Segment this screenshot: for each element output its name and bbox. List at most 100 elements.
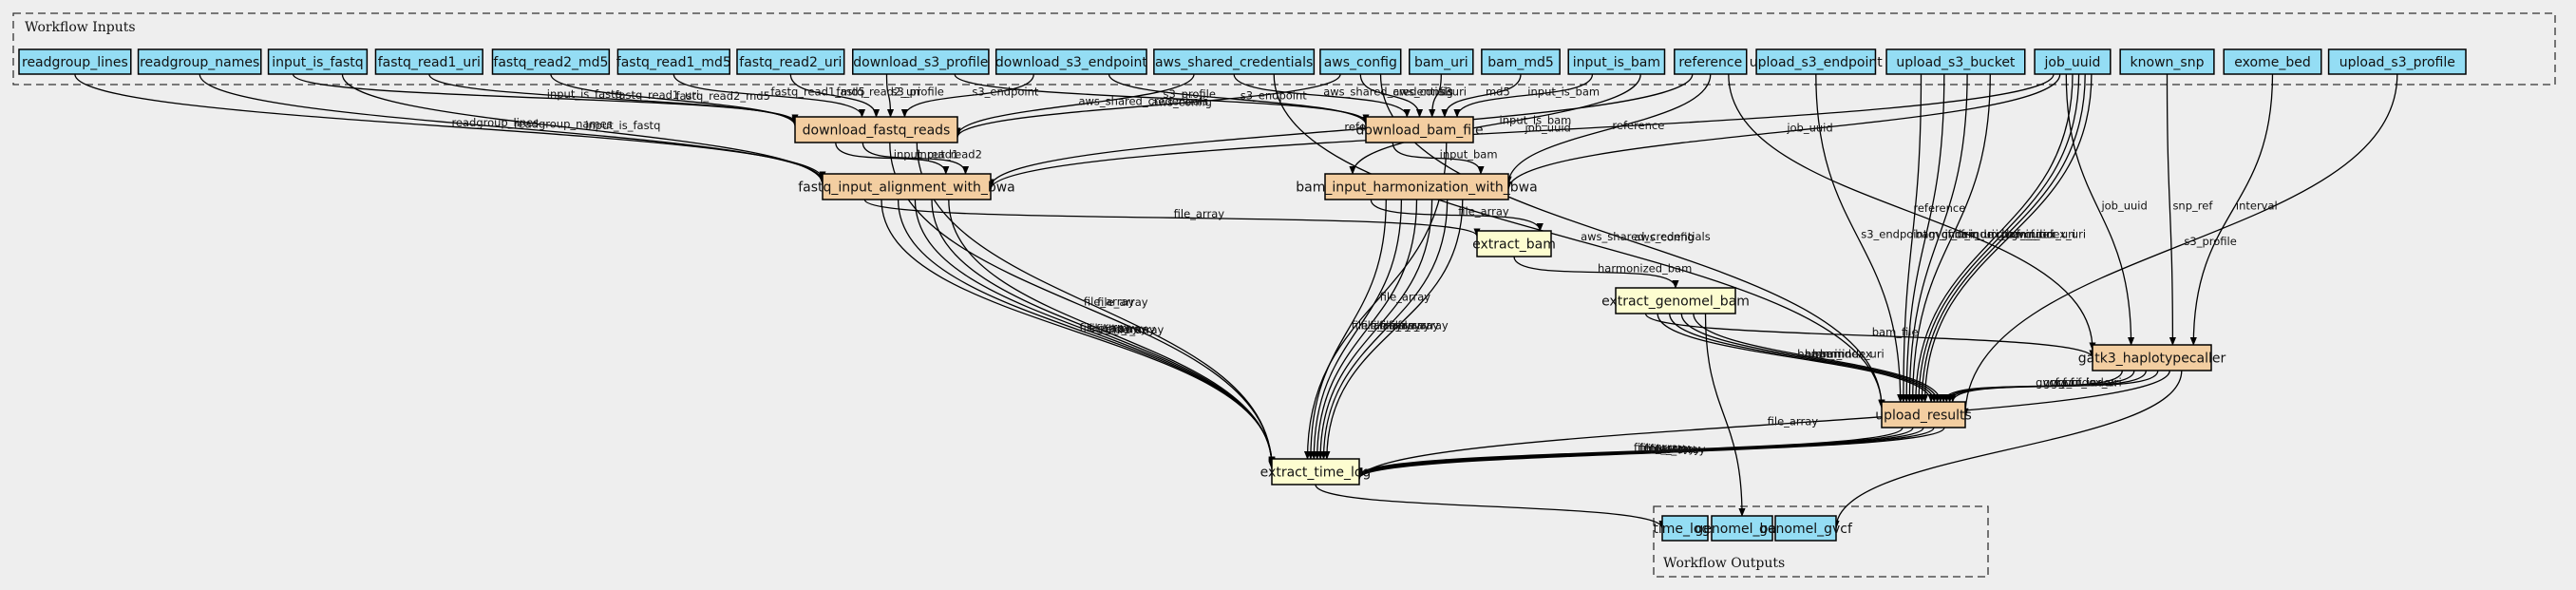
node-fastq-read2-md5[interactable]: fastq_read2_md5 (491, 48, 611, 75)
node-readgroup-names[interactable]: readgroup_names (137, 48, 262, 75)
node-box[interactable] (1661, 515, 1709, 542)
edge-job-uuid-to-upload-results (1915, 73, 2080, 403)
edge-label: md5 (1486, 86, 1510, 99)
edge-label: gvcf_index_uri (1941, 228, 2020, 241)
edge-fastq-read2-md5-to-download-fastq-reads (550, 73, 799, 127)
node-box[interactable] (2327, 48, 2467, 75)
edge-upload-s3-bucket-to-upload-results (1909, 73, 1991, 403)
node-job-uuid[interactable]: job_uuid (2034, 48, 2112, 75)
node-box[interactable] (736, 48, 845, 75)
node-box[interactable] (1324, 173, 1509, 200)
node-label: exome_bed (2234, 55, 2310, 70)
edge-gatk3-haplotypecaller-to-upload-results (1949, 370, 2159, 403)
node-box[interactable] (374, 48, 483, 75)
edge-label: aws_config (1392, 86, 1452, 99)
node-download-bam-file[interactable]: download_bam_file (1355, 116, 1484, 143)
node-aws-config[interactable]: aws_config (1319, 48, 1402, 75)
node-genomel-gvcf[interactable]: genomel_gvcf (1759, 515, 1853, 542)
node-box[interactable] (794, 116, 958, 143)
node-fastq-read1-md5[interactable]: fastq_read1_md5 (616, 48, 731, 75)
node-readgroup-lines[interactable]: readgroup_lines (18, 48, 132, 75)
node-box[interactable] (18, 48, 132, 75)
edge-label: file_array (1352, 319, 1403, 333)
node-upload-s3-endpoint[interactable]: upload_s3_endpoint (1750, 48, 1883, 75)
node-gatk3-haplotypecaller[interactable]: gatk3_haplotypecaller (2078, 344, 2226, 371)
node-download-fastq-reads[interactable]: download_fastq_reads (794, 116, 958, 143)
node-extract-bam[interactable]: extract_bam (1472, 230, 1556, 257)
node-label: download_fastq_reads (803, 124, 951, 139)
node-box[interactable] (1567, 48, 1666, 75)
edge-label: readgroup_names (514, 118, 613, 131)
edge-bam-uri-to-download-bam-file (1429, 73, 1442, 118)
workflow-outputs-cluster: Workflow Outputs (1653, 505, 1989, 578)
node-extract-time-log[interactable]: extract_time_log (1260, 458, 1372, 485)
node-fastq-read1-uri[interactable]: fastq_read1_uri (374, 48, 483, 75)
node-time-logs[interactable]: time_logs (1653, 515, 1717, 542)
node-download-s3-endpoint[interactable]: download_s3_endpoint (994, 48, 1147, 75)
node-label: upload_s3_endpoint (1750, 55, 1883, 70)
node-upload-s3-profile[interactable]: upload_s3_profile (2327, 48, 2467, 75)
node-input-is-bam[interactable]: input_is_bam (1567, 48, 1666, 75)
node-box[interactable] (2092, 344, 2212, 371)
node-box[interactable] (1481, 48, 1561, 75)
node-label: bam_uri (1414, 55, 1468, 70)
edge-aws-config-to-download-fastq-reads (954, 73, 1341, 139)
node-box[interactable] (1615, 287, 1736, 314)
edge-label: file_array (1360, 319, 1411, 333)
node-known-snp[interactable]: known_snp (2119, 48, 2215, 75)
node-download-s3-profile[interactable]: download_s3_profile (852, 48, 990, 75)
node-box[interactable] (1271, 458, 1360, 485)
edge-bam-input-harmonization-with-bwa-to-extract-bam (1370, 199, 1544, 232)
node-bam-md5[interactable]: bam_md5 (1481, 48, 1561, 75)
node-extract-genomel-bam[interactable]: extract_genomel_bam (1601, 287, 1750, 314)
edge-download-s3-endpoint-to-download-bam-file (1108, 73, 1370, 125)
node-genomel-bam[interactable]: genomel_bam (1695, 515, 1790, 542)
node-box[interactable] (1365, 116, 1474, 143)
node-box[interactable] (1881, 401, 1966, 428)
edge-label: file_array (1397, 319, 1449, 333)
node-box[interactable] (1711, 515, 1773, 542)
edge-reference-to-fastq-input-alignment-with-bwa (987, 73, 1694, 188)
node-upload-results[interactable]: upload_results (1875, 401, 1972, 428)
edge-bam-md5-to-download-bam-file (1441, 73, 1522, 118)
edge-extract-genomel-bam-to-upload-results (1657, 313, 1935, 403)
edge-label: file_array (1768, 414, 1819, 428)
node-box[interactable] (267, 48, 369, 75)
edge-label: reference (1612, 119, 1664, 132)
node-box[interactable] (616, 48, 730, 75)
node-upload-s3-bucket[interactable]: upload_s3_bucket (1885, 48, 2026, 75)
node-bam-uri[interactable]: bam_uri (1409, 48, 1474, 75)
node-reference[interactable]: reference (1674, 48, 1748, 75)
node-box[interactable] (1319, 48, 1402, 75)
node-label: download_s3_profile (853, 55, 988, 70)
node-exome-bed[interactable]: exome_bed (2223, 48, 2322, 75)
node-box[interactable] (1674, 48, 1748, 75)
node-box[interactable] (2034, 48, 2112, 75)
node-box[interactable] (822, 173, 992, 200)
node-box[interactable] (994, 48, 1147, 75)
node-box[interactable] (2119, 48, 2215, 75)
node-fastq-input-alignment-with-bwa[interactable]: fastq_input_alignment_with_bwa (798, 173, 1015, 200)
node-box[interactable] (1755, 48, 1877, 75)
node-fastq-read2-uri[interactable]: fastq_read2_uri (736, 48, 845, 75)
edge-label: file_array (1379, 319, 1430, 333)
edge-extract-genomel-bam-to-genomel-bam (1704, 313, 1746, 517)
node-aws-shared-credentials[interactable]: aws_shared_credentials (1153, 48, 1316, 75)
edge-label: s3uri (1439, 86, 1467, 99)
node-input-is-fastq[interactable]: input_is_fastq (267, 48, 369, 75)
node-box[interactable] (491, 48, 611, 75)
node-box[interactable] (1774, 515, 1837, 542)
node-box[interactable] (2223, 48, 2322, 75)
edge-label: file_array (1096, 322, 1147, 335)
node-bam-input-harmonization-with-bwa[interactable]: bam_input_harmonization_with_bwa (1296, 173, 1538, 200)
edge-label: file_array (1174, 207, 1225, 220)
node-box[interactable] (1885, 48, 2026, 75)
node-box[interactable] (1409, 48, 1474, 75)
node-box[interactable] (1476, 230, 1552, 257)
node-box[interactable] (852, 48, 990, 75)
edge-bam-input-harmonization-with-bwa-to-extract-time-log (1314, 199, 1418, 460)
edge-upload-results-to-extract-time-log (1355, 427, 1945, 480)
node-box[interactable] (1153, 48, 1316, 75)
node-box[interactable] (137, 48, 262, 75)
